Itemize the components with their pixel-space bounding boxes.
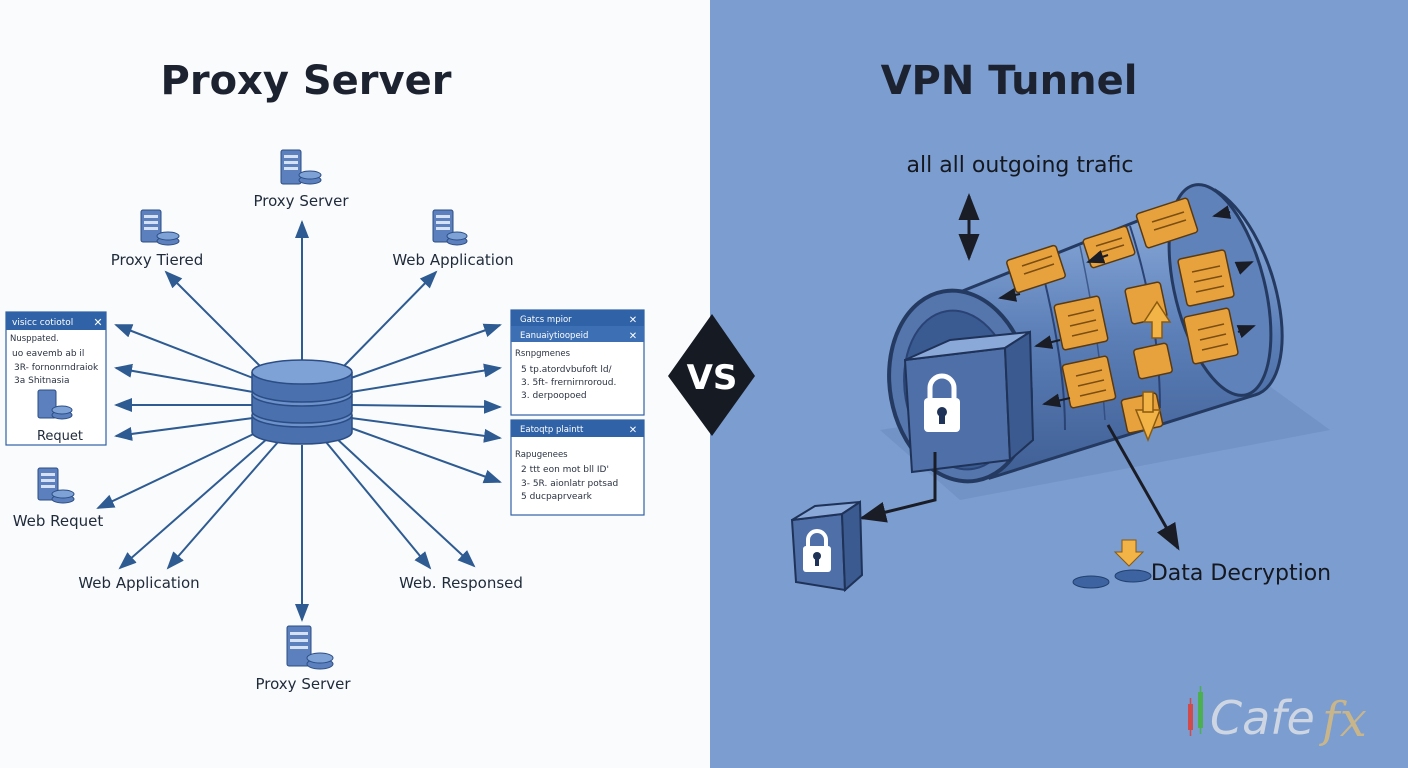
server-icon-top-left [140,209,180,246]
panel-right-top: Gatcs mpior ✕ Eanuaiytioopeid ✕ Rsnpgmen… [510,309,645,416]
server-icon-bottom [286,625,334,670]
arrow-left-5 [96,429,263,509]
panel-right-top-line-2: 3. 5ft- frernirnroroud. [521,378,616,388]
server-icon-top [280,149,322,185]
panel-left-line-1: uo eavemb ab il [12,349,84,359]
panel-right-top-title: Gatcs mpior [520,315,572,325]
tunnel-internal-arrows [998,205,1256,408]
panel-right-bottom-close-icon[interactable]: ✕ [629,425,637,436]
label-bottom-left: Web Application [78,574,199,592]
decryption-disks-icon [1072,539,1152,589]
panel-right-top-close-icon[interactable]: ✕ [629,315,637,326]
panel-right-bottom-line-3: 5 ducpaprveark [521,492,593,502]
arrow-right-5 [350,427,502,484]
label-left-mid: Web Requet [13,512,104,530]
server-icon-left-mid [37,467,75,504]
panel-left: visicc cotiotol ✕ Nusppated. uo eavemb a… [5,311,107,446]
arrow-top-right [341,270,438,369]
label-top: Proxy Server [253,192,349,210]
panel-left-server-icon [37,389,73,420]
arrow-left-1 [114,324,254,379]
external-lock-icon [790,500,864,593]
panel-right-bottom: Eatoqtp plaintt ✕ Rapugenees 2 ttt eon m… [510,419,645,516]
label-bottom: Proxy Server [255,675,351,693]
packet-3 [1135,197,1199,249]
arrow-bottom-left-1 [118,437,269,570]
logo-text: Cafe [1210,691,1315,745]
vs-badge: VS [668,314,755,436]
arrow-left-4 [114,417,254,441]
arrow-right-4 [350,417,502,443]
panel-right-bottom-line-2: 3- 5R. aionlatr potsad [521,479,618,489]
server-icon-top-right [432,209,468,246]
arrow-top-left [164,270,263,369]
panel-left-heading: Nusppated. [10,334,59,344]
arrow-left-2 [114,363,254,393]
vpn-title: VPN Tunnel [881,58,1138,104]
vs-label: VS [687,358,738,398]
panel-right-bottom-line-1: 2 ttt eon mot bll ID' [521,465,609,475]
panel-right-bottom-title: Eatoqtp plaintt [520,425,584,435]
panel-right-top-line-1: 5 tp.atordvbufoft ld/ [521,365,613,375]
decryption-arrow [1106,424,1180,551]
arrow-right-1 [350,323,502,379]
panel-right-top-heading: Rsnpgmenes [515,349,571,359]
orange-arrows [1134,300,1172,443]
packet-8 [1061,355,1117,409]
packet-9 [1133,342,1173,380]
panel-left-line-2: 3R- fornonrndraiok [14,363,99,373]
panel-right-bottom-heading: Rapugenees [515,450,568,460]
central-server-icon [251,359,353,445]
decryption-label: Data Decryption [1151,561,1331,586]
arrow-right-3 [350,399,502,414]
packet-4 [1177,249,1235,307]
arrow-bottom-right-1 [325,441,432,570]
lock-cube-icon [903,330,1035,474]
panel-left-line-3: 3a Shitnasia [14,376,69,386]
proxy-arrows [96,220,502,622]
label-top-right: Web Application [392,251,513,269]
panel-left-close-icon[interactable]: ✕ [93,316,102,329]
logo-suffix: fx [1319,692,1367,748]
label-bottom-right: Web. Responsed [399,574,523,592]
packet-7 [1183,307,1239,365]
label-top-left: Proxy Tiered [111,251,204,269]
arrow-bottom-right-2 [335,437,476,568]
proxy-title: Proxy Server [161,58,452,104]
panel-right-top-subtitle: Eanuaiytioopeid [520,331,588,341]
panel-left-footer: Requet [37,429,83,444]
cafefx-logo: Cafe fx [1188,686,1367,748]
panel-right-top-close-icon-2[interactable]: ✕ [629,331,637,342]
traffic-label: all all outgoing trafic [907,153,1134,178]
exit-arrow [859,452,937,523]
panel-right-top-line-3: 3. derpoopoed [521,391,587,401]
arrow-right-2 [350,363,502,393]
arrow-bottom-left-2 [166,441,279,570]
panel-left-title: visicc cotiotol [12,318,73,328]
packet-1 [1006,244,1066,294]
